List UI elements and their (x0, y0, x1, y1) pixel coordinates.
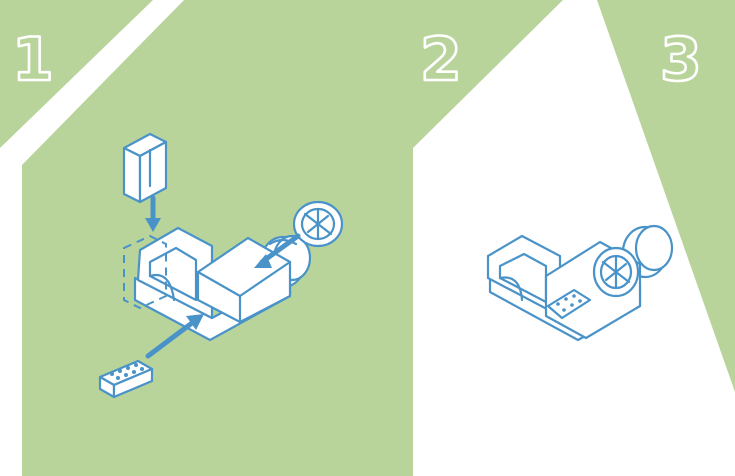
step-number-1: 1 (12, 25, 54, 95)
wheel-icon (294, 202, 342, 246)
assembly-step-3 (488, 226, 672, 340)
upright-brick (124, 134, 166, 202)
wheel-icon (594, 248, 638, 296)
step-number-2: 2 (420, 25, 462, 95)
step-number-3: 3 (660, 25, 702, 95)
